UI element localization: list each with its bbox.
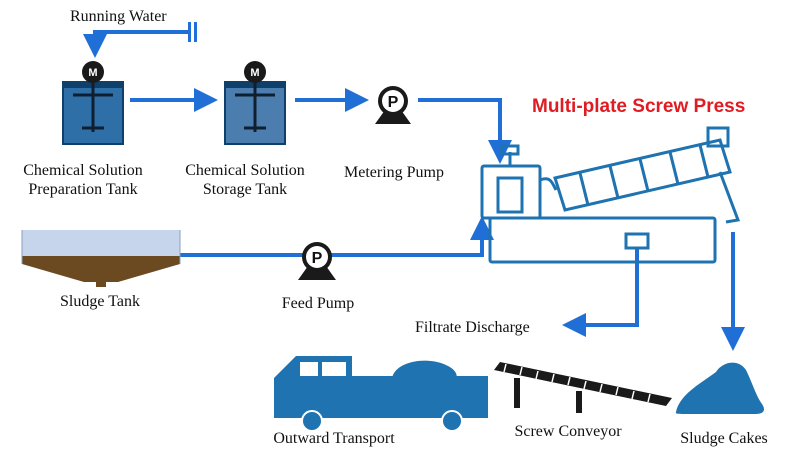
truck-icon bbox=[274, 356, 488, 432]
feed-pump-icon: P bbox=[298, 242, 336, 280]
storage-tank: M bbox=[224, 61, 286, 145]
outward-transport-label: Outward Transport bbox=[273, 430, 395, 447]
screw-press-machine bbox=[480, 126, 741, 264]
sludge-cake-pile-icon bbox=[675, 362, 764, 414]
sludge-tank bbox=[21, 230, 181, 287]
sludge-cakes-label: Sludge Cakes bbox=[680, 430, 768, 447]
running-water-valve-icon bbox=[188, 22, 197, 42]
filtrate-discharge-label: Filtrate Discharge bbox=[415, 319, 530, 336]
metering-to-press-arrow bbox=[418, 98, 512, 164]
mixer-motor-icon: M bbox=[82, 61, 104, 83]
prep-tank-label-line1: Chemical Solution bbox=[23, 162, 143, 179]
filtrate-arrow bbox=[562, 248, 639, 337]
svg-text:M: M bbox=[88, 67, 97, 79]
storage-tank-label-line1: Chemical Solution bbox=[185, 162, 305, 179]
diagram-title: Multi-plate Screw Press bbox=[532, 96, 745, 117]
storage-tank-label-line2: Storage Tank bbox=[203, 181, 287, 198]
feed-line bbox=[180, 216, 494, 257]
svg-text:P: P bbox=[312, 250, 323, 267]
running-water-label: Running Water bbox=[70, 8, 167, 25]
running-water-line bbox=[83, 30, 190, 58]
screw-conveyor-label: Screw Conveyor bbox=[514, 423, 622, 440]
screw-conveyor-icon bbox=[494, 362, 672, 413]
svg-text:M: M bbox=[250, 67, 259, 79]
storage-motor-icon: M bbox=[244, 61, 266, 83]
svg-text:P: P bbox=[388, 94, 399, 111]
metering-pump-label: Metering Pump bbox=[344, 164, 444, 181]
feed-pump-label: Feed Pump bbox=[282, 295, 354, 312]
prep-tank-label-line2: Preparation Tank bbox=[28, 181, 137, 198]
sludge-tank-label: Sludge Tank bbox=[60, 293, 140, 310]
flow-lines bbox=[83, 30, 745, 351]
preparation-tank: M bbox=[62, 61, 124, 145]
metering-pump-icon: P bbox=[375, 86, 411, 124]
